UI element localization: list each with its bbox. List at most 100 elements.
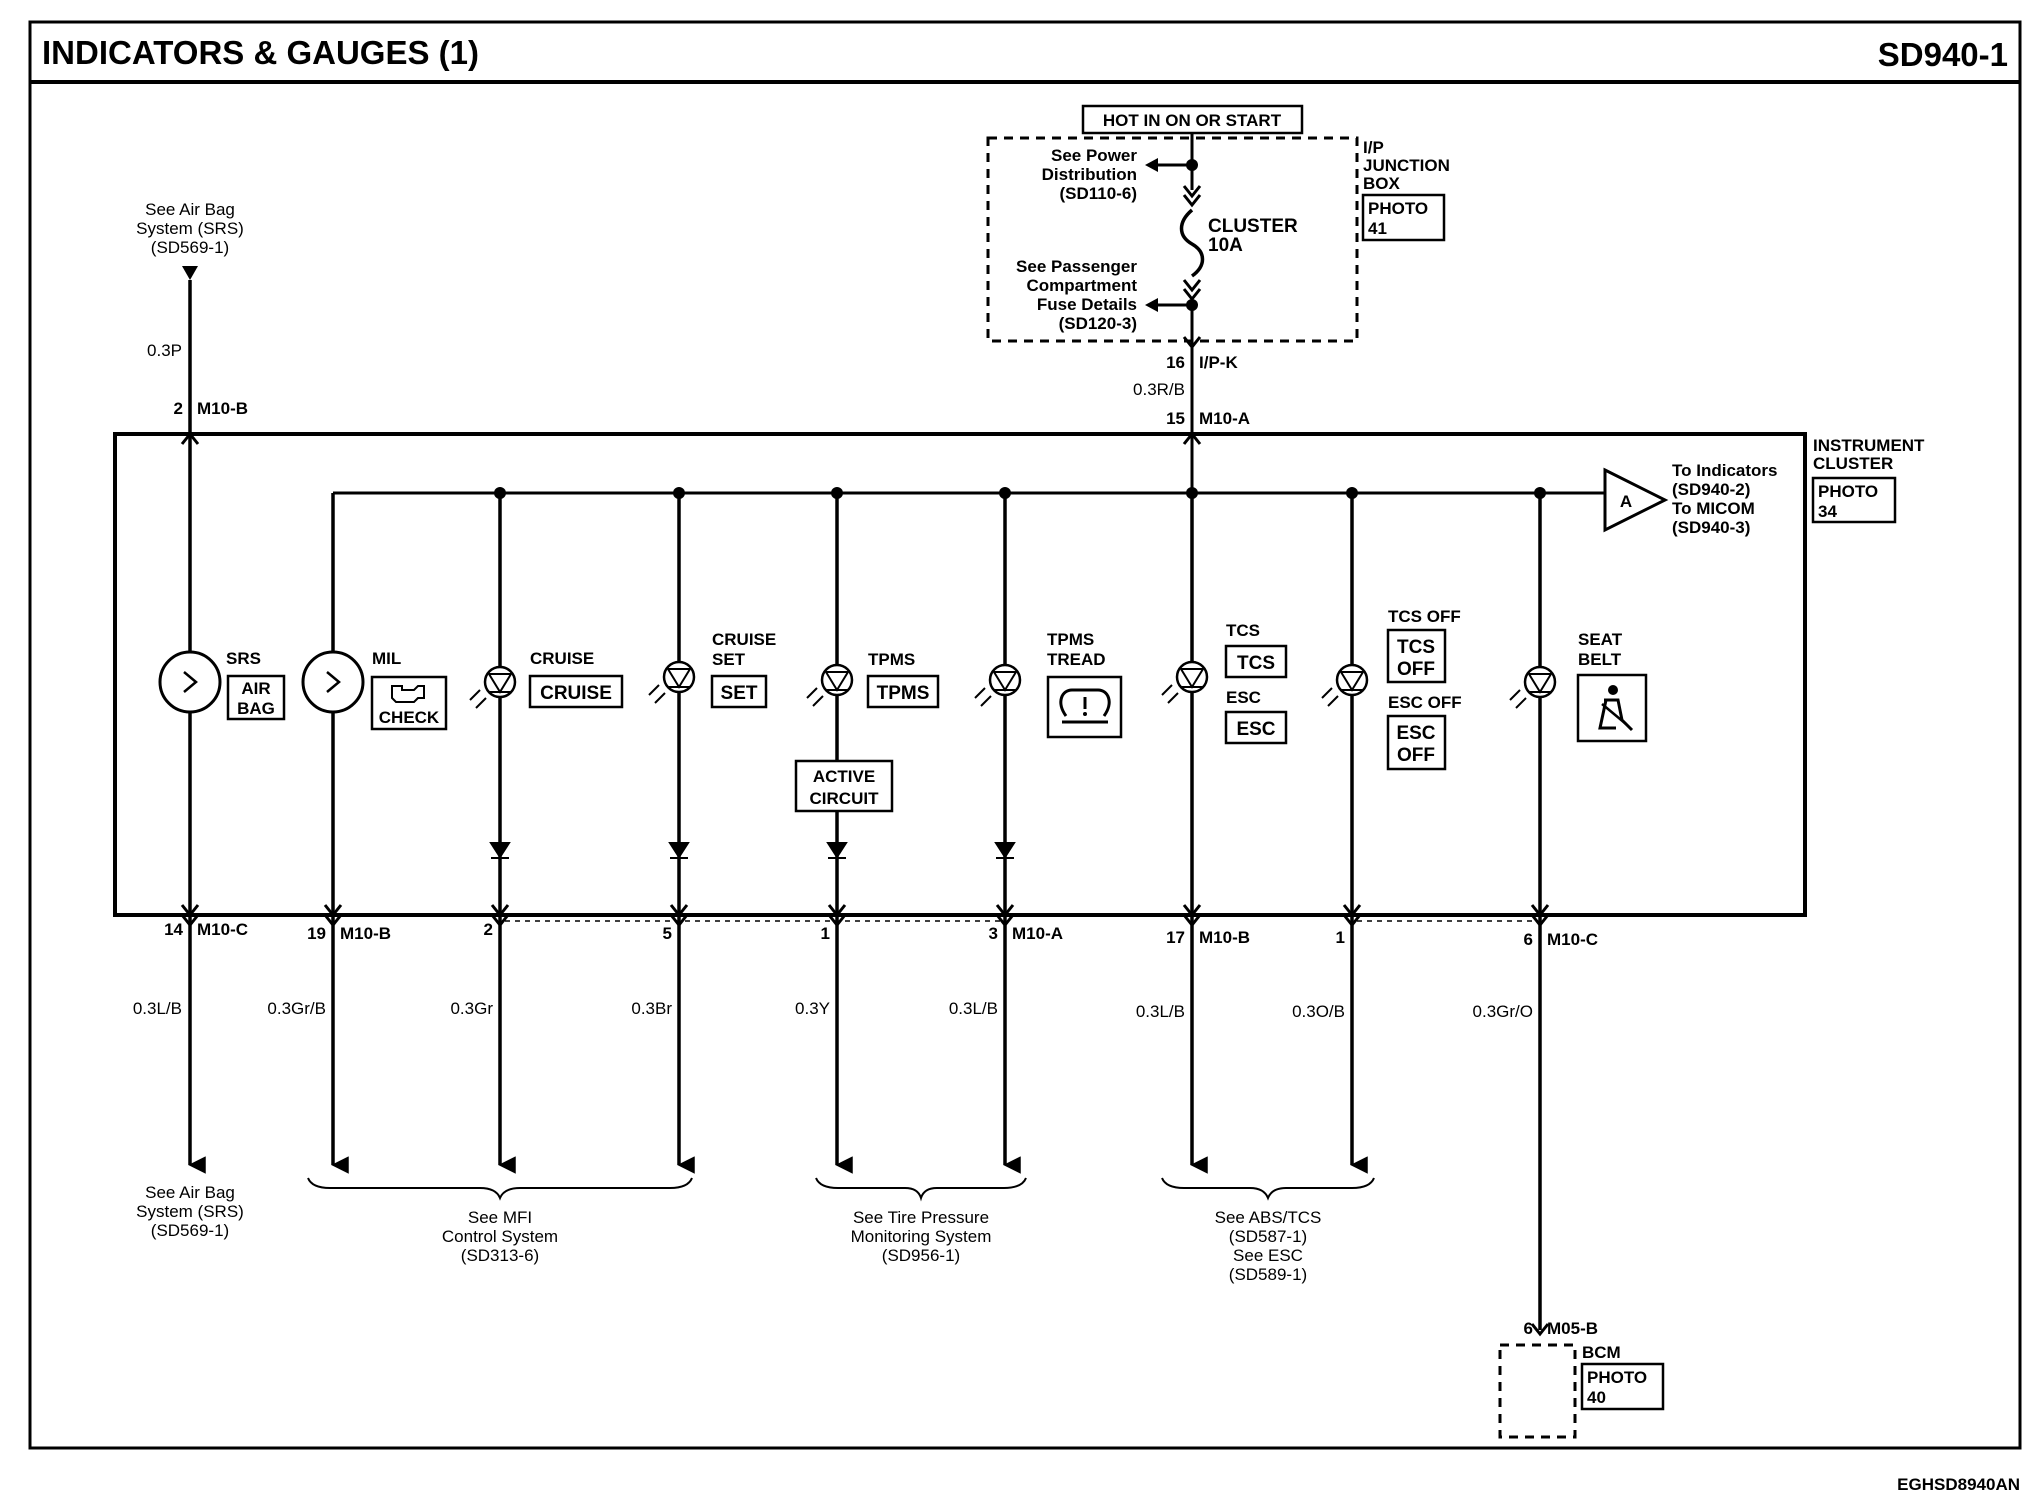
connection-a-letter: A xyxy=(1620,492,1632,511)
svg-text:0.3Br: 0.3Br xyxy=(631,999,672,1018)
airbag-text-2: BAG xyxy=(237,699,275,718)
tpms-tread-splice xyxy=(999,487,1011,499)
power-dist-arrow-icon xyxy=(1145,158,1158,172)
tpms-splice xyxy=(831,487,843,499)
airbag-text-1: AIR xyxy=(241,679,270,698)
svg-text:(SD120-3): (SD120-3) xyxy=(1059,314,1137,333)
seat-belt-label-1: SEAT xyxy=(1578,630,1623,649)
cruise-set-led-icon xyxy=(648,660,696,704)
mil-lamp-filament xyxy=(326,671,341,693)
bcm-label: BCM xyxy=(1582,1343,1621,1362)
svg-text:0.3Y: 0.3Y xyxy=(795,999,830,1018)
connection-a-marker-icon xyxy=(1603,467,1669,533)
hot-in-on-label: HOT IN ON OR START xyxy=(1103,111,1282,130)
cruise-splice xyxy=(494,487,506,499)
fuse-connector-bottom-icon xyxy=(1182,279,1202,302)
page-frame xyxy=(28,20,2022,1450)
svg-text:0.3O/B: 0.3O/B xyxy=(1292,1002,1345,1021)
svg-text:14: 14 xyxy=(164,920,183,939)
svg-text:0.3Gr: 0.3Gr xyxy=(450,999,493,1018)
cluster-fuse-icon xyxy=(1179,208,1205,278)
svg-text:M10-C: M10-C xyxy=(1547,930,1598,949)
svg-text:To MICOM: To MICOM xyxy=(1672,499,1755,518)
ipk-connector-icon xyxy=(1182,336,1202,350)
tcs-off-indicator-label: TCS OFF xyxy=(1388,607,1461,626)
svg-text:See Air Bag: See Air Bag xyxy=(145,200,235,219)
seat-belt-label-2: BELT xyxy=(1578,650,1622,669)
cruise-set-label-2: SET xyxy=(712,650,746,669)
svg-text:See Power: See Power xyxy=(1051,146,1137,165)
srs-indicator-label: SRS xyxy=(226,649,261,668)
tpms-tread-diode-icon xyxy=(994,842,1016,859)
srs-lamp-filament xyxy=(183,671,198,693)
srs-lamp-icon xyxy=(158,650,222,714)
srs-input-pin: 2 xyxy=(174,399,183,418)
bcm-photo-box xyxy=(1580,1362,1665,1411)
svg-text:(SD110-6): (SD110-6) xyxy=(1060,184,1137,203)
svg-text:17: 17 xyxy=(1166,928,1185,947)
tpms-indicator-label: TPMS xyxy=(868,650,915,669)
svg-text:System (SRS): System (SRS) xyxy=(136,1202,244,1221)
svg-text:M10-C: M10-C xyxy=(197,920,248,939)
pin-tcs-off-out: 1 0.3O/B xyxy=(1292,928,1345,1021)
svg-text:I/P: I/P xyxy=(1363,138,1384,157)
junction-photo-box xyxy=(1361,193,1446,242)
power-dist-note: See Power Distribution (SD110-6) xyxy=(1042,146,1138,203)
pin-tcs-out: 17 M10-B 0.3L/B xyxy=(1136,928,1250,1021)
pin-cruise-out: 2 0.3Gr xyxy=(450,920,493,1018)
svg-text:M10-A: M10-A xyxy=(1012,924,1063,943)
pin-tpms-out: 1 0.3Y xyxy=(795,924,830,1018)
tpms-indicator-text: TPMS xyxy=(877,683,930,704)
active-circuit-text-1: ACTIVE xyxy=(813,767,875,786)
tpms-tread-label-1: TPMS xyxy=(1047,630,1094,649)
cluster-photo-label: PHOTO xyxy=(1818,482,1878,501)
tcs-indicator-label: TCS xyxy=(1226,621,1260,640)
tpms-diode-icon xyxy=(826,842,848,859)
dest-mfi-note: See MFI Control System (SD313-6) xyxy=(442,1208,558,1265)
svg-text:BOX: BOX xyxy=(1363,174,1401,193)
ip-junction-box-label: I/P JUNCTION BOX xyxy=(1363,138,1450,193)
svg-text:Fuse Details: Fuse Details xyxy=(1037,295,1137,314)
ipk-connector: I/P-K xyxy=(1199,353,1238,372)
svg-text:5: 5 xyxy=(663,924,672,943)
srs-input-connector-icon xyxy=(180,431,200,445)
esc-off-text-2: OFF xyxy=(1397,745,1435,766)
fuse-connector-top-icon xyxy=(1182,185,1202,208)
check-engine-icon xyxy=(391,685,425,703)
bcm-connector-icon xyxy=(1530,1323,1550,1337)
pin-srs-out: 14 M10-C 0.3L/B xyxy=(133,920,248,1018)
tcs-indicator-box xyxy=(1224,644,1288,679)
svg-text:See ABS/TCS: See ABS/TCS xyxy=(1215,1208,1322,1227)
page-title: INDICATORS & GAUGES (1) xyxy=(42,34,479,71)
pin-seat-belt-out: 6 M10-C 0.3Gr/O xyxy=(1473,930,1598,1021)
svg-text:See MFI: See MFI xyxy=(468,1208,532,1227)
tcs-indicator-text: TCS xyxy=(1237,653,1275,674)
tcs-off-led-icon xyxy=(1321,663,1369,707)
mfi-bracket xyxy=(307,1177,693,1201)
svg-text:0.3L/B: 0.3L/B xyxy=(1136,1002,1185,1021)
bcm-photo-label: PHOTO xyxy=(1587,1368,1647,1387)
svg-text:M10-B: M10-B xyxy=(340,924,391,943)
svg-text:(SD940-2): (SD940-2) xyxy=(1672,480,1750,499)
svg-text:(SD956-1): (SD956-1) xyxy=(882,1246,960,1265)
set-indicator-text: SET xyxy=(721,683,758,704)
svg-text:M10-B: M10-B xyxy=(1199,928,1250,947)
tire-pressure-icon xyxy=(1059,688,1111,724)
svg-text:See Air Bag: See Air Bag xyxy=(145,1183,235,1202)
svg-text:Distribution: Distribution xyxy=(1042,165,1137,184)
ipk-pin: 16 xyxy=(1166,353,1185,372)
cruise-set-label-1: CRUISE xyxy=(712,630,776,649)
power-wire-color: 0.3R/B xyxy=(1133,380,1185,399)
svg-text:0.3Gr/O: 0.3Gr/O xyxy=(1473,1002,1533,1021)
svg-text:See Passenger: See Passenger xyxy=(1016,257,1137,276)
cluster-label-2: CLUSTER xyxy=(1813,454,1893,473)
m10a-power-connector: M10-A xyxy=(1199,409,1250,428)
seat-belt-splice xyxy=(1534,487,1546,499)
svg-text:(SD569-1): (SD569-1) xyxy=(151,1221,229,1240)
svg-text:See Tire Pressure: See Tire Pressure xyxy=(853,1208,989,1227)
svg-text:Monitoring System: Monitoring System xyxy=(851,1227,992,1246)
cluster-label-1: INSTRUMENT xyxy=(1813,436,1925,455)
pin-mil-out: 19 M10-B 0.3Gr/B xyxy=(267,924,391,1018)
svg-text:To Indicators: To Indicators xyxy=(1672,461,1777,480)
